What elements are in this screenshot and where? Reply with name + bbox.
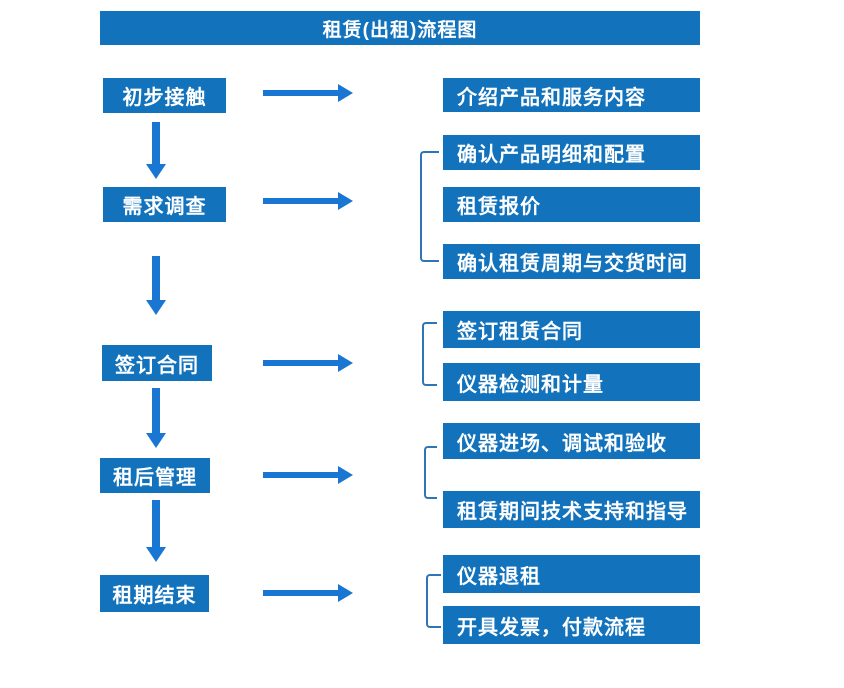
- step-box-rental-end: 租期结束: [100, 575, 209, 612]
- bracket-connector: [420, 151, 439, 262]
- detail-label: 仪器退租: [457, 565, 541, 588]
- arrow-down-icon: [146, 256, 166, 315]
- arrow-down-icon: [146, 122, 166, 179]
- detail-label: 开具发票，付款流程: [457, 616, 646, 639]
- step-label: 初步接触: [122, 87, 207, 109]
- step-label: 需求调查: [122, 196, 207, 218]
- detail-label: 租赁报价: [457, 196, 541, 218]
- detail-label: 确认租赁周期与交货时间: [457, 253, 688, 275]
- arrow-down-icon: [146, 388, 166, 448]
- step-box-initial-contact: 初步接触: [103, 78, 226, 113]
- page-title: 租赁(出租)流程图: [322, 19, 478, 41]
- detail-label: 仪器检测和计量: [457, 373, 604, 396]
- detail-box: 租赁期间技术支持和指导: [443, 491, 700, 528]
- arrow-right-icon: [263, 584, 353, 602]
- detail-box: 仪器进场、调试和验收: [443, 423, 700, 459]
- arrow-right-icon: [263, 192, 353, 210]
- arrow-down-icon: [146, 500, 166, 562]
- detail-box: 仪器退租: [443, 555, 700, 593]
- step-box-demand-survey: 需求调查: [103, 187, 226, 222]
- arrow-right-icon: [263, 84, 353, 102]
- detail-label: 仪器进场、调试和验收: [457, 432, 667, 455]
- step-box-sign-contract: 签订合同: [102, 345, 212, 381]
- step-label: 租期结束: [112, 585, 197, 607]
- title-bar: 租赁(出租)流程图: [100, 11, 700, 45]
- detail-box: 仪器检测和计量: [443, 363, 700, 401]
- step-box-post-rental-management: 租后管理: [100, 458, 210, 493]
- detail-box: 租赁报价: [443, 187, 700, 222]
- arrow-right-icon: [263, 466, 353, 484]
- detail-label: 签订租赁合同: [457, 321, 583, 343]
- arrow-right-icon: [263, 354, 353, 372]
- detail-box: 确认产品明细和配置: [443, 135, 700, 170]
- step-label: 租后管理: [113, 467, 197, 489]
- step-label: 签订合同: [115, 354, 199, 377]
- detail-box: 介绍产品和服务内容: [443, 78, 700, 112]
- bracket-connector: [424, 446, 437, 499]
- detail-box: 确认租赁周期与交货时间: [443, 244, 700, 279]
- detail-label: 介绍产品和服务内容: [457, 86, 646, 109]
- bracket-connector: [422, 322, 437, 386]
- detail-box: 开具发票，付款流程: [443, 606, 700, 644]
- detail-box: 签订租赁合同: [443, 311, 700, 348]
- bracket-connector: [426, 574, 441, 628]
- detail-label: 租赁期间技术支持和指导: [457, 501, 688, 523]
- detail-label: 确认产品明细和配置: [457, 144, 646, 166]
